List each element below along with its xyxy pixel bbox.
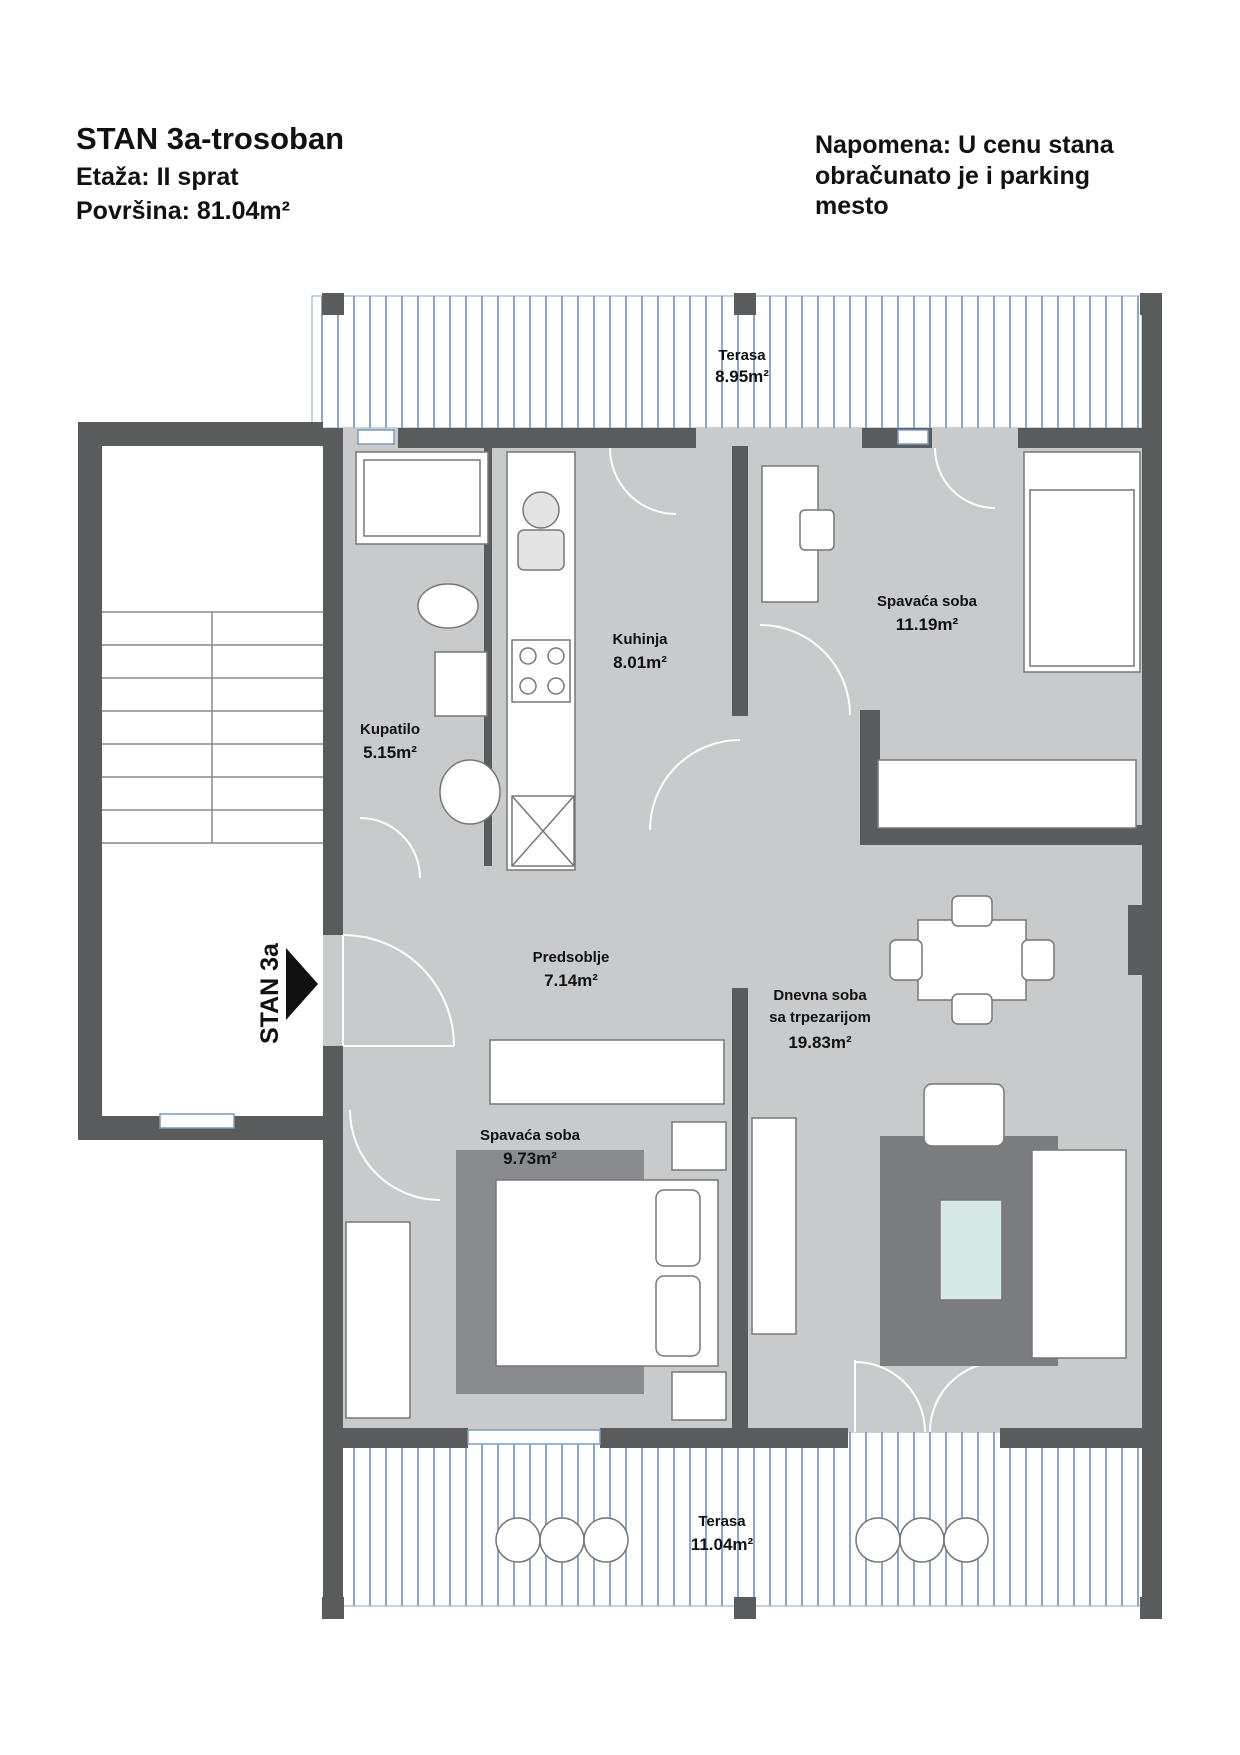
terrace-bottom-area: 11.04m²	[691, 1535, 754, 1554]
terrace-bottom-name: Terasa	[698, 1513, 746, 1530]
terrace-bottom	[339, 1431, 1149, 1607]
terrace-furniture	[495, 1517, 989, 1563]
note-line-3: mesto	[815, 192, 889, 220]
bedroom-top-furniture	[761, 451, 1141, 829]
bathroom-name: Kupatilo	[360, 721, 420, 738]
nightstand	[671, 1371, 727, 1421]
living-area: 19.83m²	[788, 1033, 852, 1052]
entrance-label: STAN 3a	[256, 942, 284, 1044]
tv-unit	[751, 1117, 797, 1335]
armchair	[923, 1083, 1005, 1147]
bathtub	[355, 451, 489, 545]
hallway-area: 7.14m²	[544, 971, 598, 990]
bedroom-bottom-furniture	[345, 1121, 727, 1421]
staircase	[78, 422, 323, 1140]
hallway-name: Predsoblje	[533, 949, 610, 966]
nightstand	[671, 1121, 727, 1171]
bathroom-fixtures	[355, 451, 501, 825]
windows	[357, 429, 929, 1445]
bedroom-bottom-area: 9.73m²	[503, 1149, 557, 1168]
coffee-table	[939, 1199, 1003, 1301]
living-name-1: Dnevna soba	[773, 987, 867, 1004]
single-bed	[1023, 451, 1141, 673]
entrance-arrow-icon	[286, 948, 318, 1020]
kitchen-name: Kuhinja	[613, 631, 669, 648]
terrace-top-name: Terasa	[718, 347, 766, 364]
living-furniture	[751, 1083, 1127, 1366]
walls	[322, 293, 1162, 1619]
note-line-2: obračunato je i parking	[815, 161, 1091, 190]
terrace-top-area: 8.95m²	[715, 367, 769, 386]
sink	[439, 759, 501, 825]
floor-label: Etaža: II sprat	[76, 162, 239, 191]
wardrobe	[877, 759, 1137, 829]
living-name-2: sa trpezarijom	[769, 1009, 871, 1026]
kitchen-counter	[506, 451, 576, 871]
entrance-marker: STAN 3a	[256, 942, 318, 1044]
apartment-title: STAN 3a-trosoban	[76, 121, 345, 156]
kitchen-area: 8.01m²	[613, 653, 667, 672]
dining-table	[917, 919, 1027, 1001]
area-label: Površina: 81.04m²	[76, 197, 290, 226]
bedroom-top-name: Spavaća soba	[877, 593, 978, 610]
sofa	[1031, 1149, 1127, 1359]
title-block: STAN 3a-trosoban Etaža: II sprat Površin…	[76, 120, 344, 227]
washing-machine	[434, 651, 488, 717]
note-block: Napomena: U cenu stana obračunato je i p…	[815, 130, 1175, 222]
note-line-1: Napomena: U cenu stana	[815, 131, 1114, 159]
dining-set	[889, 895, 1055, 1025]
bathroom-area: 5.15m²	[363, 743, 417, 762]
room-labels: Terasa 8.95m² Spavaća soba 11.19m² Kuhin…	[360, 347, 978, 1554]
toilet	[417, 583, 479, 629]
bedroom-top-area: 11.19m²	[896, 615, 959, 634]
bedroom-bottom-name: Spavaća soba	[480, 1127, 581, 1144]
hallway-cabinet	[489, 1039, 725, 1105]
doors	[342, 447, 1001, 1433]
wardrobe	[345, 1221, 411, 1419]
terrace-top	[311, 295, 1143, 429]
desk-chair	[799, 509, 835, 551]
